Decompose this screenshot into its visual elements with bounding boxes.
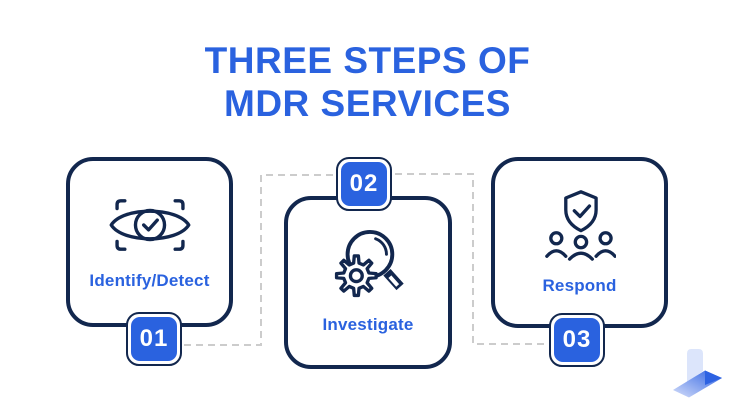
step-number-02: 02 <box>341 162 387 206</box>
eye-scan-icon <box>109 198 190 251</box>
page-title-line2: MDR SERVICES <box>224 82 511 124</box>
dashed-connector-step2-step3 <box>395 173 551 345</box>
step-card-respond: Respond <box>491 157 668 328</box>
step-number-badge-01: 01 <box>126 312 182 366</box>
step-label-identify-detect: Identify/Detect <box>89 270 210 290</box>
step-number-badge-03: 03 <box>549 313 605 367</box>
step-label-investigate: Investigate <box>322 315 414 334</box>
page-title: THREE STEPS OF MDR SERVICES <box>0 40 735 126</box>
dashed-connector-step1-step2 <box>184 174 336 346</box>
step-number-03: 03 <box>554 318 600 362</box>
step-card-investigate: Investigate <box>284 196 452 369</box>
shield-team-icon <box>544 190 616 261</box>
step-number-01: 01 <box>131 317 177 361</box>
page-title-line1: THREE STEPS OF <box>204 40 531 81</box>
step-label-respond: Respond <box>542 276 617 295</box>
step-number-badge-02: 02 <box>336 157 392 211</box>
brand-logo-icon <box>673 349 722 398</box>
magnifying-glass-gear-icon <box>334 230 404 298</box>
step-card-identify-detect: Identify/Detect <box>66 157 233 327</box>
